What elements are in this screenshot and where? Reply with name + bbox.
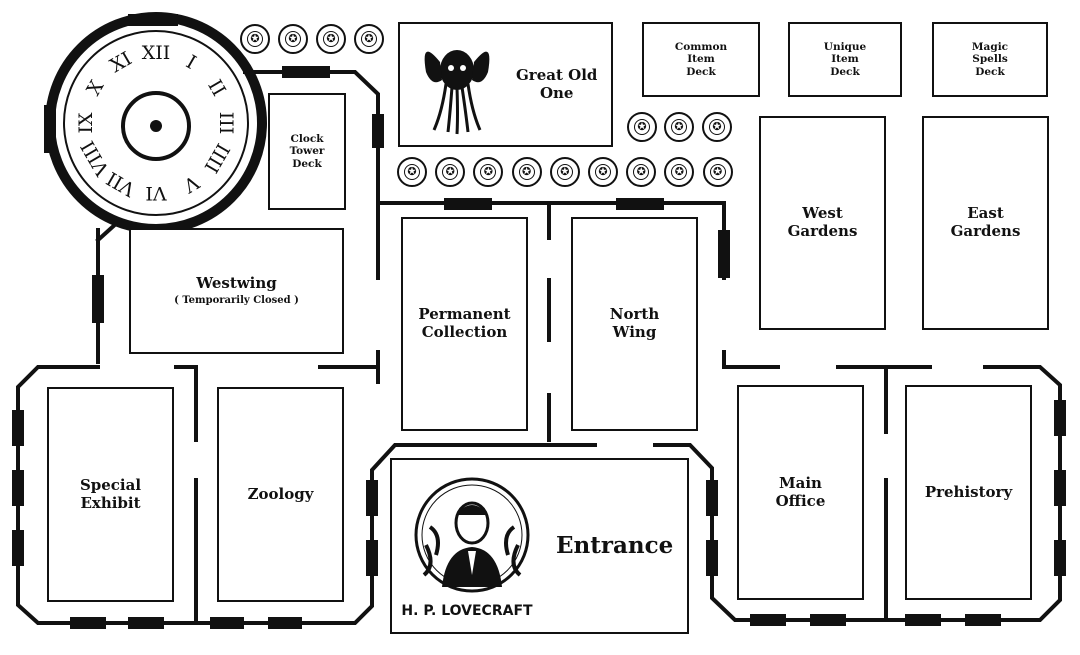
elder-sign-token-icon[interactable]: ✪ — [397, 157, 427, 187]
elder-sign-token-icon[interactable]: ✪ — [240, 24, 270, 54]
clock-numeral: III — [215, 112, 237, 135]
elder-sign-glyph: ✪ — [483, 165, 493, 178]
clock-tower-deck-label: Clock Tower Deck — [289, 132, 325, 170]
elder-sign-glyph: ✪ — [326, 32, 336, 45]
room-main-office[interactable]: Main Office — [737, 385, 864, 600]
room-north-wing[interactable]: North Wing — [571, 217, 698, 431]
elder-sign-token-icon[interactable]: ✪ — [354, 24, 384, 54]
clock-numeral: VI — [145, 182, 167, 204]
east-gardens-label: East Gardens — [950, 204, 1021, 240]
great-old-one-label: Great Old One — [516, 65, 598, 102]
room-westwing[interactable]: Westwing ( Temporarily Closed ) — [129, 228, 344, 354]
elder-sign-token-icon[interactable]: ✪ — [627, 112, 657, 142]
special-exhibit-label: Special Exhibit — [79, 475, 142, 512]
elder-sign-glyph: ✪ — [445, 165, 455, 178]
unique-item-deck[interactable]: Unique Item Deck — [788, 22, 902, 97]
elder-sign-token-icon[interactable]: ✪ — [626, 157, 657, 187]
great-old-one-slot[interactable]: Great Old One — [398, 22, 613, 147]
lovecraft-portrait-icon — [414, 477, 530, 593]
common-item-deck-label: Common Item Deck — [674, 40, 728, 78]
prehistory-label: Prehistory — [924, 482, 1013, 501]
elder-sign-token-icon[interactable]: ✪ — [664, 112, 694, 142]
museum-walls — [16, 70, 1062, 625]
elder-sign-token-icon[interactable]: ✪ — [588, 157, 618, 187]
elder-sign-token-icon[interactable]: ✪ — [316, 24, 346, 54]
clock-numeral: XII — [142, 42, 171, 64]
elder-sign-glyph: ✪ — [712, 165, 723, 178]
room-prehistory[interactable]: Prehistory — [905, 385, 1032, 600]
elder-sign-glyph: ✪ — [560, 165, 570, 178]
elder-sign-token-icon[interactable]: ✪ — [278, 24, 308, 54]
main-office-label: Main Office — [775, 473, 826, 510]
room-permanent-collection[interactable]: Permanent Collection — [401, 217, 528, 431]
north-wing-label: North Wing — [609, 305, 660, 341]
elder-sign-token-icon[interactable]: ✪ — [435, 157, 466, 187]
room-west-gardens[interactable]: West Gardens — [759, 116, 886, 330]
elder-sign-glyph: ✪ — [712, 120, 722, 133]
lovecraft-caption: H. P. LOVECRAFT — [401, 603, 533, 619]
westwing-closed-note: ( Temporarily Closed ) — [174, 294, 299, 306]
elder-sign-token-icon[interactable]: ✪ — [702, 112, 732, 142]
elder-sign-token-icon[interactable]: ✪ — [511, 157, 542, 187]
elder-sign-glyph: ✪ — [521, 165, 532, 178]
unique-item-deck-label: Unique Item Deck — [823, 40, 867, 78]
elder-sign-glyph: ✪ — [250, 32, 260, 45]
elder-sign-glyph: ✪ — [636, 165, 646, 178]
room-zoology[interactable]: Zoology — [217, 387, 344, 602]
westwing-label: Westwing — [196, 274, 277, 293]
cthulhu-icon — [424, 50, 490, 135]
lovecraft-portrait-block: H. P. LOVECRAFT — [392, 461, 542, 631]
elder-sign-token-icon[interactable]: ✪ — [549, 157, 580, 187]
elder-sign-glyph: ✪ — [407, 165, 417, 178]
room-entrance[interactable]: H. P. LOVECRAFT Entrance — [390, 458, 689, 634]
elder-sign-token-icon[interactable]: ✪ — [702, 157, 733, 187]
elder-sign-glyph: ✪ — [674, 165, 684, 178]
elder-sign-token-icon[interactable]: ✪ — [664, 157, 695, 187]
west-gardens-label: West Gardens — [787, 204, 858, 240]
elder-sign-glyph: ✪ — [288, 32, 298, 45]
elder-sign-glyph: ✪ — [674, 120, 684, 133]
elder-sign-glyph: ✪ — [364, 32, 374, 45]
entrance-label: Entrance — [556, 532, 674, 560]
elder-sign-glyph: ✪ — [598, 165, 608, 178]
clock-tower-deck[interactable]: Clock Tower Deck — [268, 93, 346, 210]
elder-sign-glyph: ✪ — [637, 120, 647, 133]
magic-spells-deck-label: Magic Spells Deck — [971, 40, 1009, 78]
clock-numeral: IX — [75, 112, 97, 134]
room-special-exhibit[interactable]: Special Exhibit — [47, 387, 174, 602]
magic-spells-deck[interactable]: Magic Spells Deck — [932, 22, 1048, 97]
elder-sign-token-icon[interactable]: ✪ — [473, 157, 504, 187]
room-east-gardens[interactable]: East Gardens — [922, 116, 1049, 330]
permanent-collection-label: Permanent Collection — [418, 305, 511, 341]
common-item-deck[interactable]: Common Item Deck — [642, 22, 760, 97]
zoology-label: Zoology — [247, 484, 314, 503]
